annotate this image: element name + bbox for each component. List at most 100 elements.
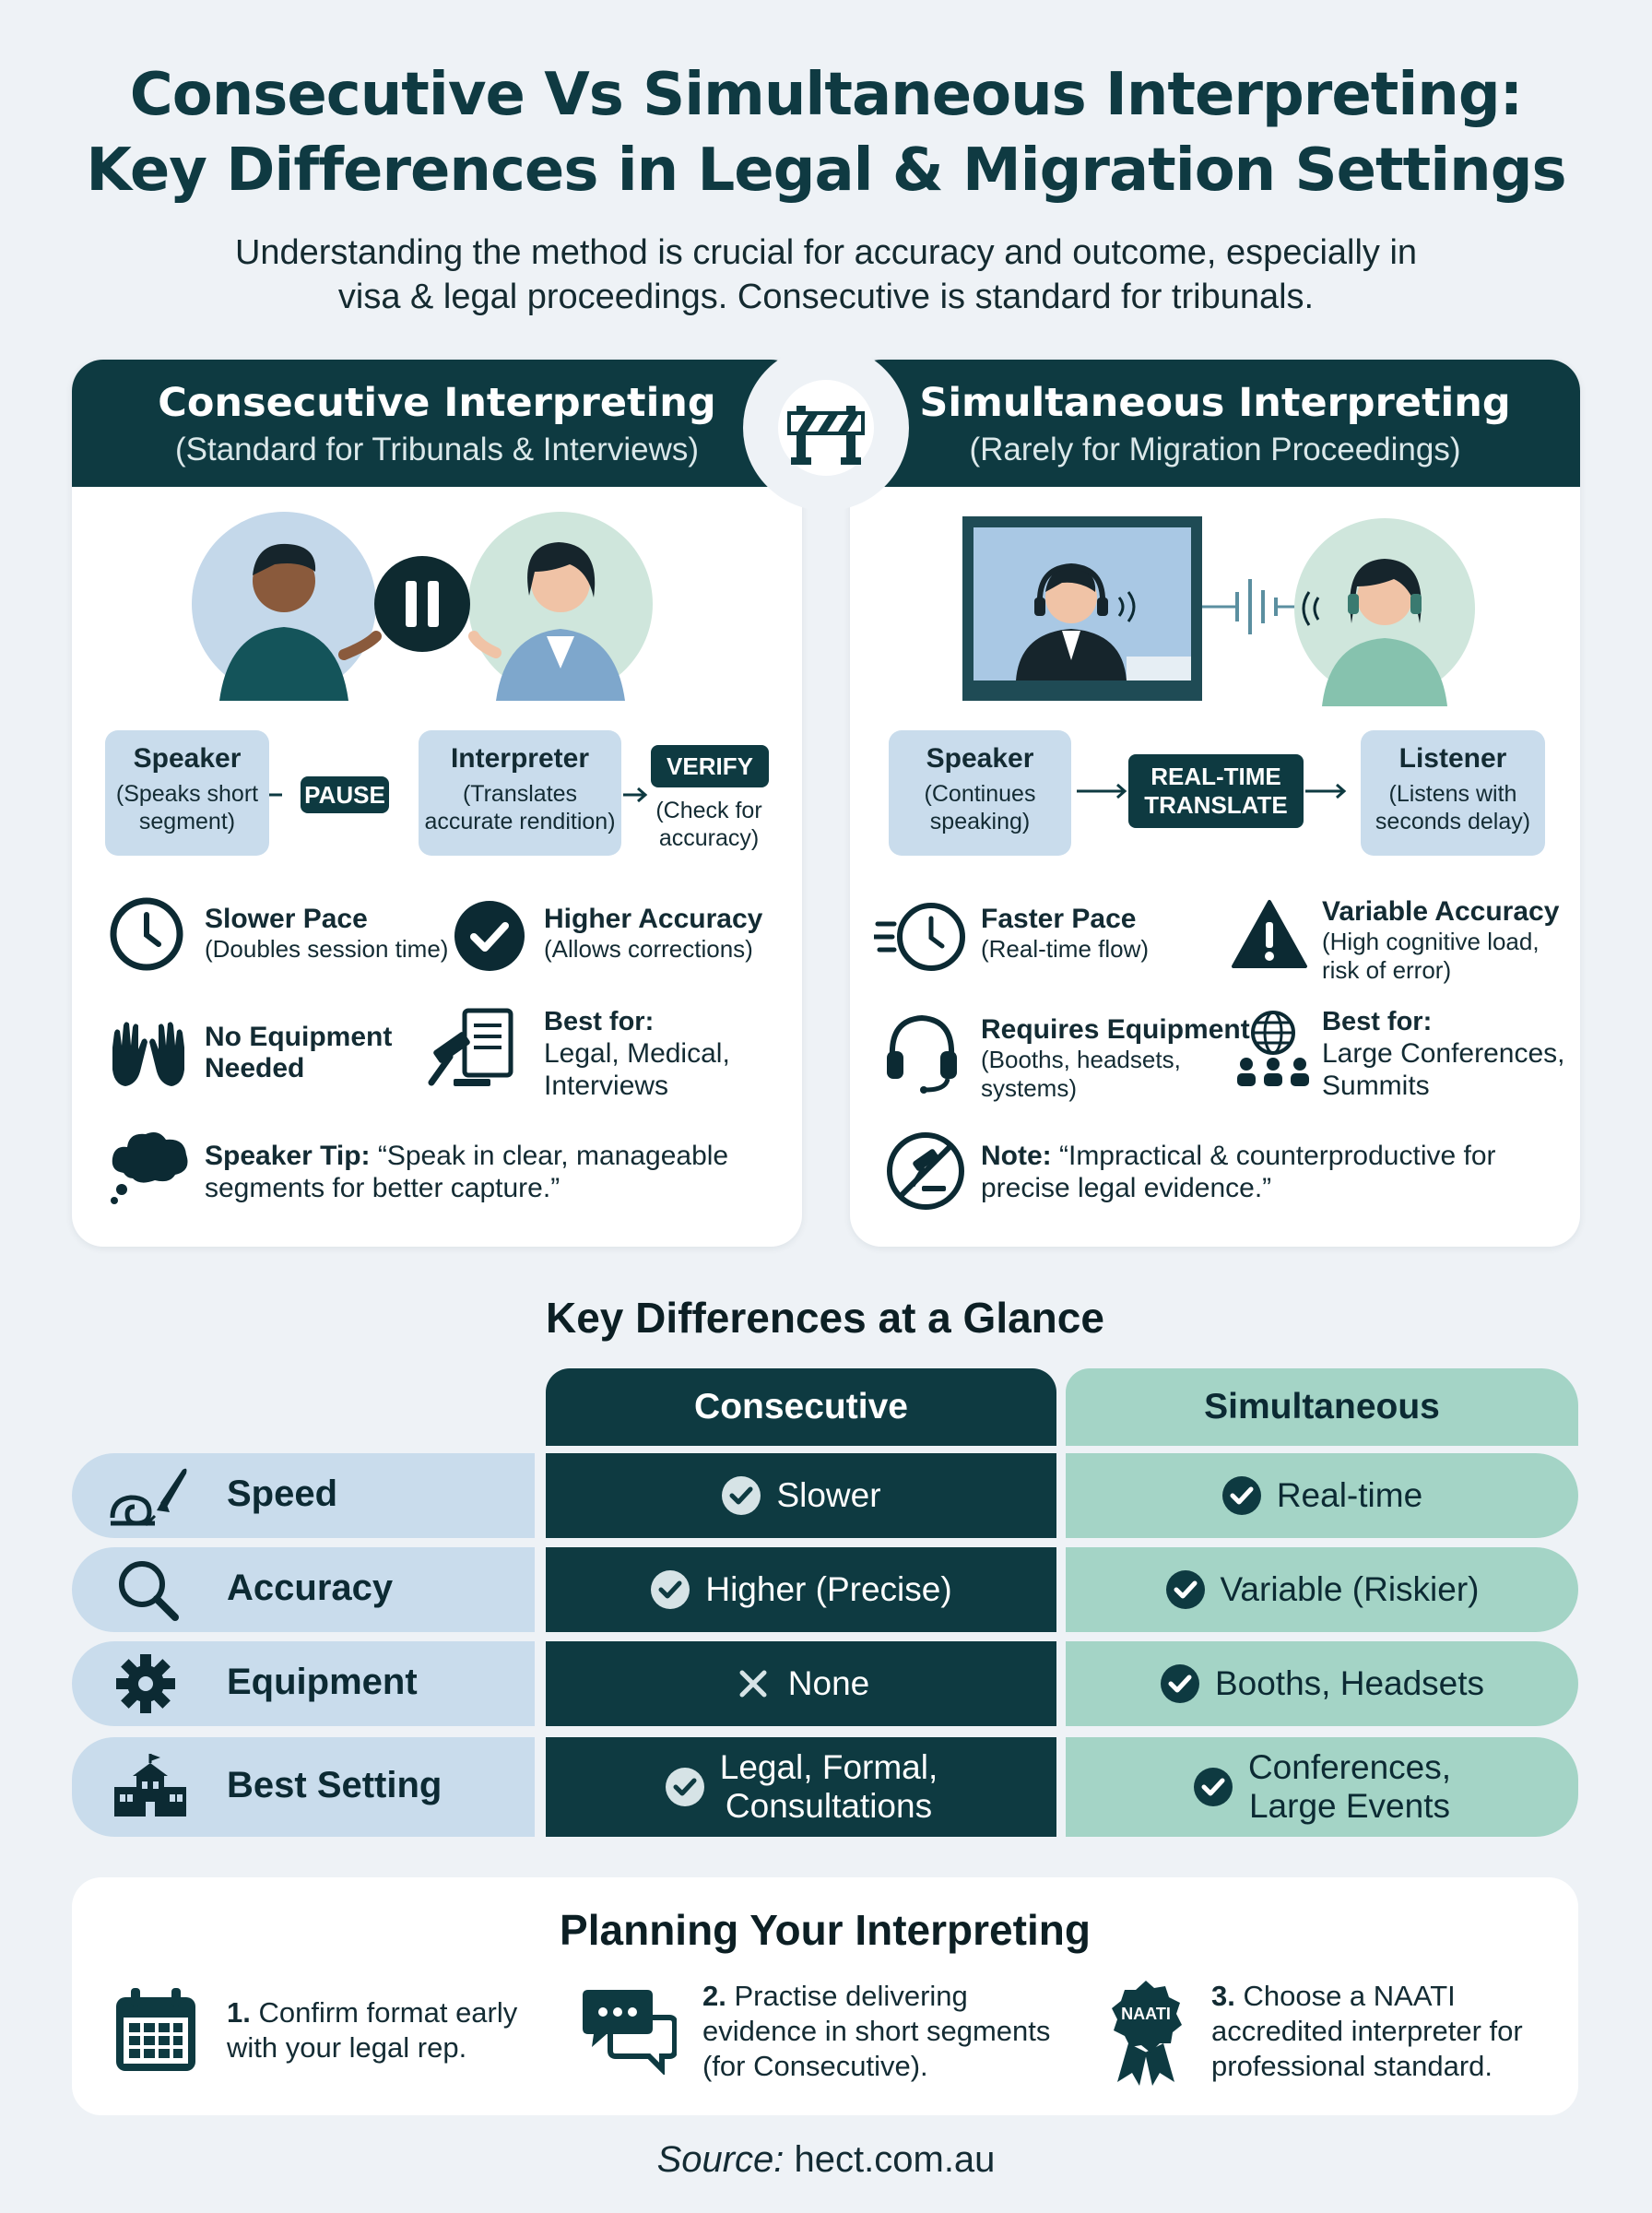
flow-interpreter-box: Interpreter (Translates accurate renditi… [419,730,621,856]
note-text-2: precise legal evidence.” [981,1173,1272,1203]
cell-best-setting-simultaneous: Conferences,Large Events [1066,1737,1578,1837]
snail-rocket-icon [110,1468,187,1527]
slower-pace-desc: (Doubles session time) [205,935,449,963]
thought-cloud-icon [111,1132,188,1204]
row-label-speed-text: Speed [227,1473,338,1514]
verify-desc: (Check for accuracy) [655,798,762,851]
flow-speaker-box: Speaker (Continues speaking) [889,730,1071,856]
cell-equipment-simultaneous-text: Booths, Headsets [1214,1664,1485,1702]
speaker-tip-label: Speaker Tip: [205,1141,371,1171]
requires-equipment-desc-2: systems) [981,1074,1077,1102]
consecutive-panel: Consecutive Interpreting (Standard for T… [72,360,802,1247]
cell-best-setting-simultaneous-line-1: Conferences, [1247,1748,1452,1786]
gear-icon [116,1654,175,1713]
requires-equipment-desc-1: (Booths, headsets, [981,1046,1181,1073]
best-for-desc-2: Interviews [544,1071,669,1101]
magnifier-icon [119,1561,179,1621]
real-time-translate-tag: REAL-TIME TRANSLATE [1128,754,1304,828]
barrier-badge [743,345,909,511]
cell-best-setting-consecutive: Legal, Formal,Consultations [546,1737,1056,1837]
faster-pace-note: Faster Pace (Real-time flow) [981,904,1149,964]
best-for-title: Best for: [544,1007,655,1036]
fast-clock-icon [874,903,965,971]
school-building-icon [114,1754,186,1817]
best-for-desc-1: Large Conferences, [1322,1038,1565,1069]
speaker-tip-note: Speaker Tip: “Speak in clear, manageable… [205,1140,728,1204]
cross-icon [739,1670,767,1698]
subtitle-line-1: Understanding the method is crucial for … [234,233,1418,272]
open-hands-icon [112,1022,184,1086]
check-circle-icon [1165,1570,1205,1609]
requires-equipment-title: Requires Equipment [981,1014,1250,1045]
faster-pace-title: Faster Pace [981,904,1137,934]
planning-step-3: 3. Choose a NAATI accredited interpreter… [1211,1979,1523,2084]
best-for-desc-2: Summits [1322,1071,1430,1101]
source-value: hect.com.au [784,2139,996,2180]
no-gavel-icon [887,1132,964,1210]
consecutive-panel-header: Consecutive Interpreting (Standard for T… [72,360,802,487]
slower-pace-title: Slower Pace [205,904,368,934]
source-line: Source: hect.com.au [0,2139,1652,2181]
check-circle-icon [454,901,525,971]
headset-icon [887,1014,957,1094]
best-for-note: Best for: Large Conferences, Summits [1322,1007,1565,1102]
row-label-accuracy: Accuracy [72,1547,535,1632]
higher-accuracy-desc: (Allows corrections) [544,935,753,963]
note-label: Note: [981,1141,1052,1171]
title-line-1: Consecutive Vs Simultaneous Interpreting… [129,61,1523,129]
step-3-text-2: accredited interpreter for [1211,2015,1523,2047]
speaker-tip-text-2: segments for better capture.” [205,1173,560,1203]
step-2-text-1: Practise delivering [726,1980,968,2012]
page-subtitle: Understanding the method is crucial for … [0,231,1652,319]
simultaneous-panel: Simultaneous Interpreting (Rarely for Mi… [850,360,1580,1247]
speaker-tip-text-1: “Speak in clear, manageable [370,1141,729,1171]
gavel-document-icon [428,1008,513,1086]
cell-accuracy-simultaneous: Variable (Riskier) [1066,1547,1578,1632]
check-circle-icon [722,1476,761,1515]
planning-step-2: 2. Practise delivering evidence in short… [702,1979,1050,2084]
variable-accuracy-title: Variable Accuracy [1322,896,1560,927]
flow-listener-box: Listener (Listens with seconds delay) [1361,730,1545,856]
higher-accuracy-note: Higher Accuracy (Allows corrections) [544,904,762,964]
barrier-icon [778,380,874,476]
step-1-text-2: with your legal rep. [227,2031,467,2064]
check-circle-icon [1193,1768,1233,1806]
planning-step-1: 1. Confirm format early with your legal … [227,1995,517,2065]
column-header-simultaneous: Simultaneous [1066,1368,1578,1446]
verify-tag: VERIFY [651,745,769,787]
cell-speed-simultaneous: Real-time [1066,1453,1578,1538]
simultaneous-subtitle: (Rarely for Migration Proceedings) [969,432,1461,467]
flow-speaker-desc: (Speaks short segment) [115,781,259,834]
planning-title: Planning Your Interpreting [560,1906,1091,1954]
step-1-number: 1. [227,1996,251,2029]
cell-equipment-consecutive: None [546,1641,1056,1726]
flow-speaker-desc: (Continues speaking) [924,781,1036,834]
check-circle-icon [1160,1664,1199,1703]
step-2-text-3: (for Consecutive). [702,2050,928,2082]
step-2-number: 2. [702,1980,726,2012]
note-callout: Note: “Impractical & counterproductive f… [981,1140,1496,1204]
chat-bubbles-icon [583,1990,677,2075]
consecutive-title: Consecutive Interpreting [158,380,716,426]
variable-accuracy-desc-2: risk of error) [1322,956,1452,984]
pause-tag: PAUSE [301,776,389,813]
flow-speaker-title: Speaker [926,743,1034,774]
booth-interpreter-illustration [962,516,1475,706]
row-label-speed: Speed [72,1453,535,1538]
slower-pace-note: Slower Pace (Doubles session time) [205,904,448,964]
check-circle-icon [651,1570,690,1609]
planning-section: Planning Your Interpreting 1. Confirm fo… [72,1877,1578,2115]
flow-listener-title: Listener [1398,743,1507,774]
best-for-desc-1: Legal, Medical, [544,1038,730,1069]
check-circle-icon [1221,1476,1261,1515]
step-3-text-1: Choose a NAATI [1234,1980,1456,2012]
flow-listener-desc: (Listens with seconds delay) [1375,781,1531,834]
row-label-best-setting-text: Best Setting [227,1765,442,1805]
step-3-text-3: professional standard. [1211,2050,1493,2082]
row-label-best-setting: Best Setting [72,1737,535,1837]
consecutive-subtitle: (Standard for Tribunals & Interviews) [174,432,699,467]
faster-pace-desc: (Real-time flow) [981,935,1150,963]
requires-equipment-note: Requires Equipment (Booths, headsets, sy… [981,1014,1250,1103]
step-3-number: 3. [1211,1980,1235,2012]
row-label-accuracy-text: Accuracy [227,1568,394,1608]
